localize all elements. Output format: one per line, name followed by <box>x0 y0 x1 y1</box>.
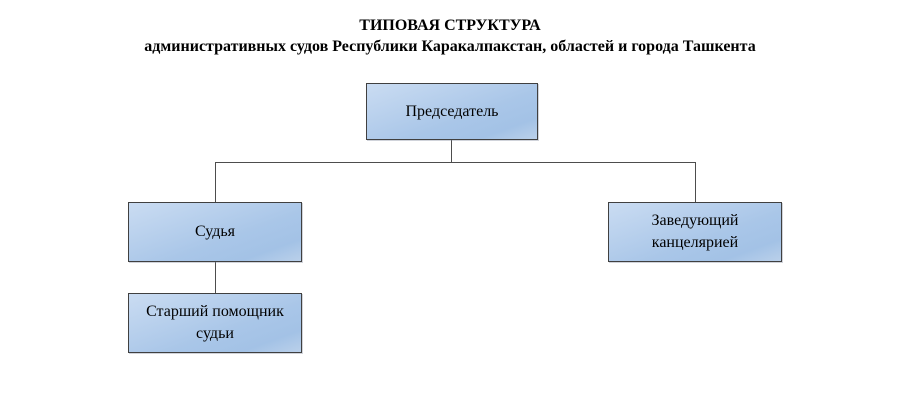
node-chairman-label: Председатель <box>405 102 499 120</box>
node-senior-assistant-judge: Старший помощник судьи <box>128 293 302 353</box>
node-head-of-chancellery: Заведующий канцелярией <box>608 202 782 262</box>
node-head-of-chancellery-label: Заведующий канцелярией <box>651 212 739 251</box>
connector-judge-to-assistant <box>215 262 217 293</box>
node-judge-label: Судья <box>194 223 236 240</box>
node-judge: Судья <box>128 202 302 262</box>
chart-subtitle: административных судов Республики Карака… <box>144 38 756 55</box>
connector-horizontal-main <box>215 162 696 164</box>
connector-chairman-down <box>451 140 453 162</box>
chart-header: ТИПОВАЯ СТРУКТУРА административных судов… <box>0 15 900 57</box>
connector-to-head-of-chancellery <box>695 162 697 202</box>
chart-title: ТИПОВАЯ СТРУКТУРА <box>359 17 541 34</box>
node-chairman: Председатель <box>366 83 538 140</box>
connector-to-judge <box>215 162 217 202</box>
node-senior-assistant-judge-label: Старший помощник судьи <box>146 303 284 342</box>
